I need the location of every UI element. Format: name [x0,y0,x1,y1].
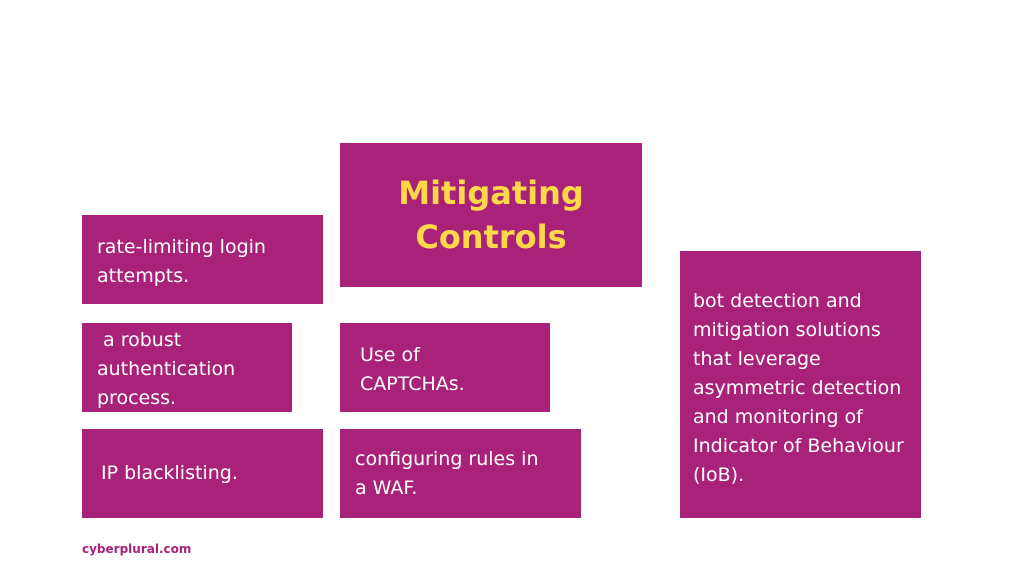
control-captchas-text: Use of CAPTCHAs. [360,344,465,395]
control-waf-rules-text: configuring rules in a WAF. [355,448,539,499]
control-bot-detection: bot detection and mitigation solutions t… [680,251,921,518]
control-rate-limiting-text: rate-limiting login attempts. [97,236,266,287]
control-rate-limiting: rate-limiting login attempts. [82,215,323,304]
control-ip-blacklisting: IP blacklisting. [82,429,323,518]
diagram-title: Mitigating Controls [398,174,584,256]
control-ip-blacklisting-text: IP blacklisting. [101,462,238,484]
control-robust-authentication: a robust authentication process. [82,323,292,412]
control-bot-detection-text: bot detection and mitigation solutions t… [693,290,904,486]
control-captchas: Use of CAPTCHAs. [340,323,550,412]
footer-website: cyberplural.com [82,542,192,556]
control-waf-rules: configuring rules in a WAF. [340,429,581,518]
control-robust-authentication-text: a robust authentication process. [97,329,236,409]
title-box: Mitigating Controls [340,143,642,287]
